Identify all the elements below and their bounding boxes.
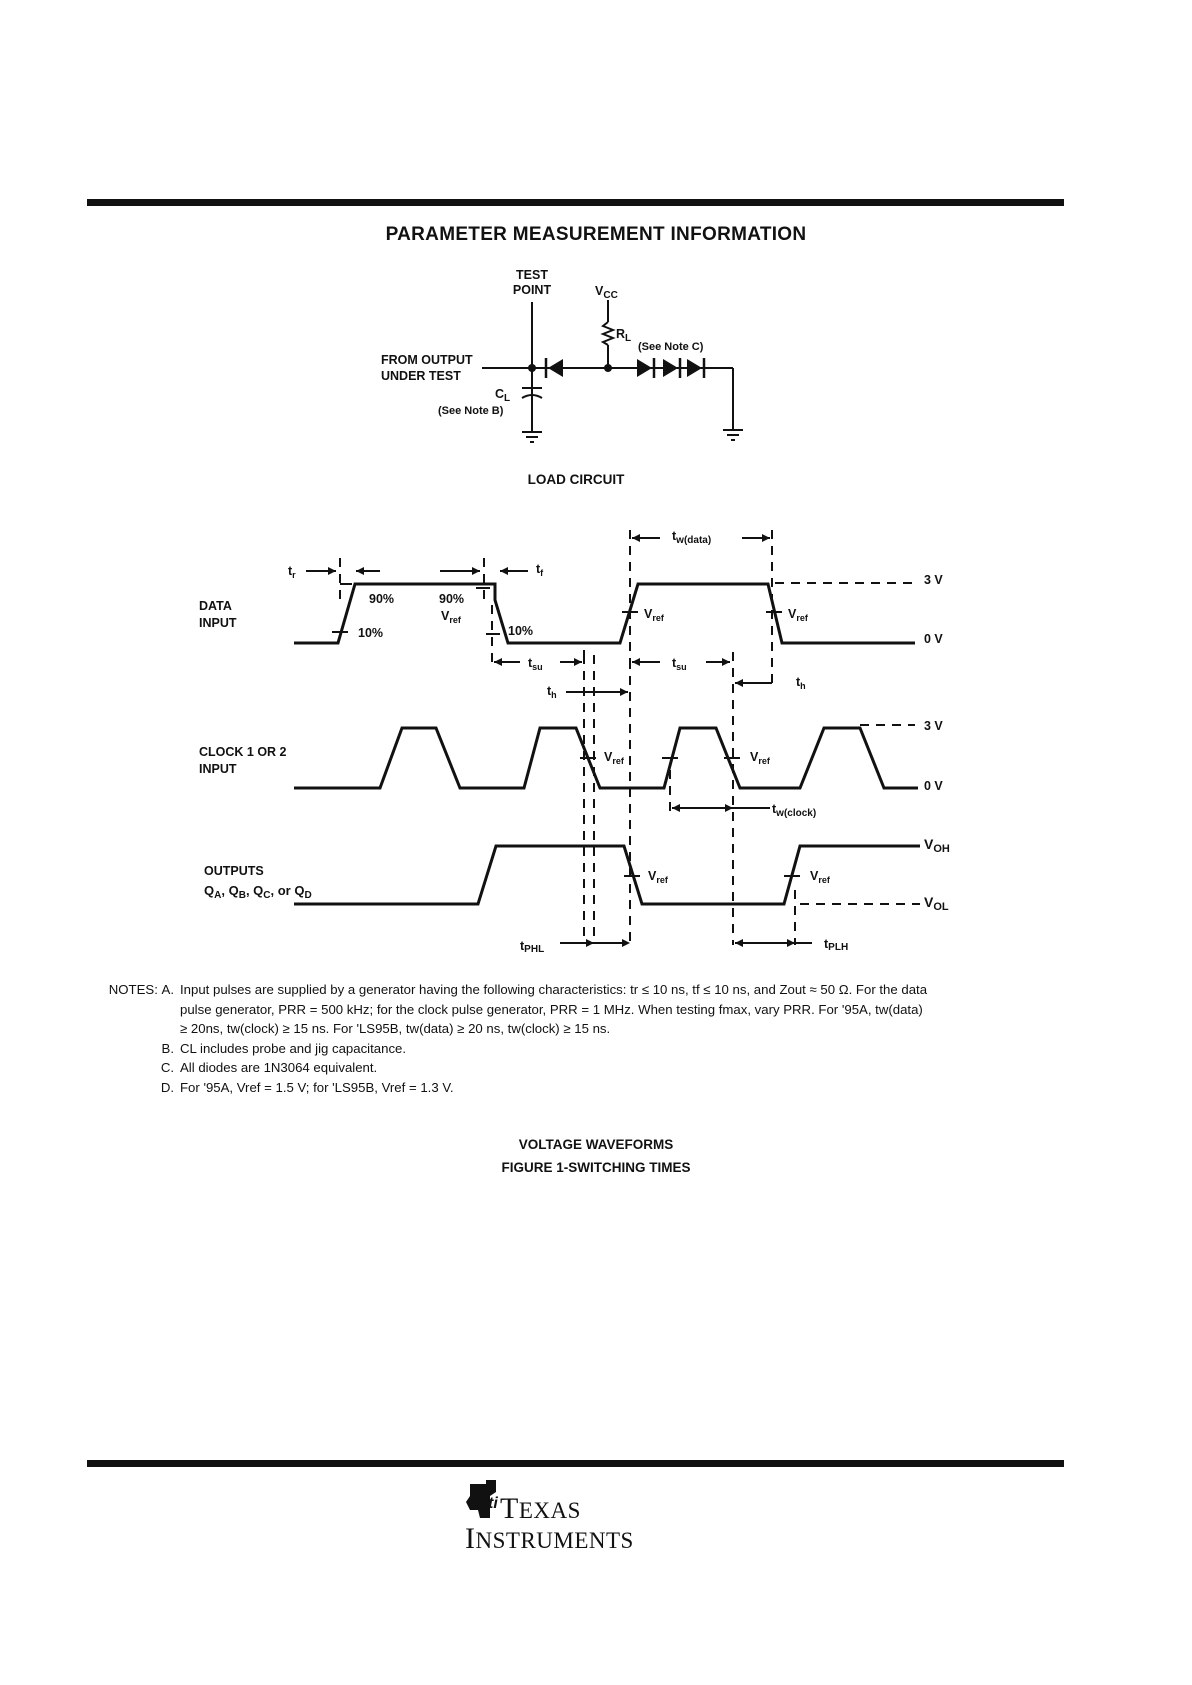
tsu-label: tsu xyxy=(528,656,543,672)
diode-icon xyxy=(637,359,652,377)
load-circuit-caption: LOAD CIRCUIT xyxy=(528,472,625,487)
note-a-line1: Input pulses are supplied by a generator… xyxy=(180,982,928,997)
note-c-text: All diodes are 1N3064 equivalent. xyxy=(180,1060,378,1076)
top-rule xyxy=(87,199,1064,206)
th-label-2: th xyxy=(796,675,806,691)
voh-label: VOH xyxy=(924,836,950,855)
vref-label: Vref xyxy=(604,750,625,766)
vref-label: Vref xyxy=(810,869,831,885)
tf-label: tf xyxy=(536,562,544,578)
vref-label: Vref xyxy=(788,607,809,623)
rl-label: RL xyxy=(616,327,631,344)
vcc-label: VCC xyxy=(595,284,618,301)
company-logo-text: TEXAS INSTRUMENTS xyxy=(465,1492,634,1555)
v3-label: 3 V xyxy=(924,573,943,587)
note-a-line3: ≥ 20ns, tw(clock) ≥ 15 ns. For 'LS95B, t… xyxy=(180,1021,611,1037)
note-d-text: For '95A, Vref = 1.5 V; for 'LS95B, Vref… xyxy=(180,1079,454,1095)
diode-icon xyxy=(548,359,563,377)
rl-note: (See Note C) xyxy=(638,341,704,353)
bottom-rule xyxy=(87,1460,1064,1467)
from-output-label: FROM OUTPUT xyxy=(381,353,473,367)
cl-label: CL xyxy=(495,387,510,404)
th-label: th xyxy=(547,684,557,700)
note-b-text: CL includes probe and jig capacitance. xyxy=(180,1040,407,1056)
note-c-label: C. xyxy=(160,1060,174,1076)
data-input-label: DATA xyxy=(199,599,232,613)
vref-label: Vref xyxy=(648,869,669,885)
notes-section: NOTES: A. Input pulses are supplied by a … xyxy=(92,980,1082,1098)
pct10-label-2: 10% xyxy=(508,624,533,638)
clock-input-label-2: INPUT xyxy=(199,762,237,776)
note-b-label: B. xyxy=(161,1040,174,1056)
ti-logo-icon: ti xyxy=(466,1480,498,1518)
data-input-waveform xyxy=(294,582,915,645)
svg-text:ti: ti xyxy=(488,1495,498,1512)
cl-note: (See Note B) xyxy=(438,405,504,417)
clock-input-waveform xyxy=(294,726,918,790)
test-point-label-2: POINT xyxy=(513,283,552,297)
tsu-label-2: tsu xyxy=(672,656,687,672)
tr-label: tr xyxy=(288,564,296,580)
tw-data-label: tw(data) xyxy=(672,529,711,546)
page-title: PARAMETER MEASUREMENT INFORMATION xyxy=(385,224,807,245)
pct10-label: 10% xyxy=(358,626,383,640)
diode-icon xyxy=(687,359,702,377)
notes-prefix: NOTES: A. xyxy=(108,982,174,997)
voltage-waveforms-caption: VOLTAGE WAVEFORMS xyxy=(518,1137,674,1152)
pct90-label-2: 90% xyxy=(439,592,464,606)
v3-label-2: 3 V xyxy=(924,719,943,733)
vref-label: Vref xyxy=(750,750,771,766)
node-dot xyxy=(604,364,612,372)
note-d-label: D. xyxy=(160,1079,174,1095)
v0-label: 0 V xyxy=(924,632,943,646)
outputs-q-label: QA, QB, QC, or QD xyxy=(204,883,312,901)
figure-caption: FIGURE 1-SWITCHING TIMES xyxy=(501,1160,691,1175)
pct90-label: 90% xyxy=(369,592,394,606)
diode-icon xyxy=(663,359,678,377)
vref-label: Vref xyxy=(644,607,665,623)
tphl-label: tPHL xyxy=(520,939,544,955)
v0-label-2: 0 V xyxy=(924,779,943,793)
vol-label: VOL xyxy=(924,894,949,913)
data-input-label-2: INPUT xyxy=(199,616,237,630)
note-a-line2: pulse generator, PRR = 500 kHz; for the … xyxy=(180,1001,923,1017)
tw-clock-label: tw(clock) xyxy=(772,802,816,819)
load-circuit xyxy=(482,300,743,443)
outputs-label: OUTPUTS xyxy=(204,864,264,878)
node-dot xyxy=(528,364,536,372)
test-point-label: TEST xyxy=(516,268,548,282)
under-test-label: UNDER TEST xyxy=(381,369,461,383)
clock-input-label: CLOCK 1 OR 2 xyxy=(199,745,287,759)
tplh-label: tPLH xyxy=(824,937,848,953)
vref-label: Vref xyxy=(441,609,462,625)
